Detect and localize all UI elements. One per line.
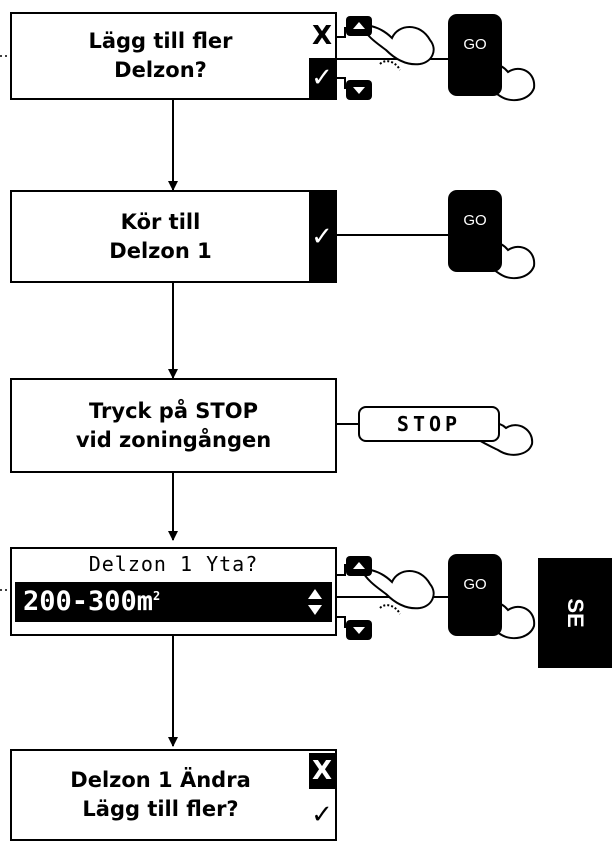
arrow-down-button[interactable] [346, 80, 372, 100]
step2-display: Kör till Delzon 1 ✓ [10, 190, 337, 283]
step2-side: ✓ [309, 192, 335, 281]
go-button-label: GO [463, 212, 487, 229]
step5-line1: Delzon 1 Ändra [70, 768, 251, 792]
step2-line1: Kör till [120, 209, 201, 234]
go-button-label: GO [463, 36, 487, 53]
step1-side: X ✓ [309, 14, 335, 98]
check-icon[interactable]: ✓ [309, 58, 335, 98]
go-button[interactable]: GO [448, 554, 502, 636]
step4-title: Delzon 1 Yta? [88, 552, 259, 576]
arrow-down-button-icon [353, 87, 365, 94]
stop-button-label: STOP [396, 412, 462, 436]
step1-line1: Lägg till fler [88, 29, 233, 53]
area-value: 200-300m2 [23, 586, 161, 617]
arrow-down-button[interactable] [346, 620, 372, 640]
arrow-up-button[interactable] [346, 16, 372, 36]
go-button-label: GO [463, 576, 487, 593]
step2-line2: Delzon 1 [109, 238, 212, 263]
x-icon[interactable]: X [309, 753, 335, 789]
arrow-down-button-icon [353, 627, 365, 634]
hand-pointer-icon [360, 568, 435, 615]
step5-display: Delzon 1 Ändra Lägg till fler? X ✓ [10, 749, 337, 841]
arrow-up-button-icon [353, 22, 365, 29]
arrow-up-button-icon [353, 562, 365, 569]
stop-button[interactable]: STOP [358, 406, 500, 442]
arrow-up-button[interactable] [346, 556, 372, 576]
step3-line2: vid zoningången [75, 427, 272, 452]
step1-display: Lägg till fler Delzon? X ✓ [10, 12, 337, 100]
check-icon[interactable]: ✓ [311, 221, 333, 252]
language-tab-label: SE [563, 598, 588, 628]
step4-display: Delzon 1 Yta? 200-300m2 [10, 547, 337, 636]
go-button[interactable]: GO [448, 190, 502, 272]
step5-line2: Lägg till fler? [82, 797, 239, 821]
step3-line1: Tryck på STOP [89, 398, 258, 423]
language-tab: SE [538, 558, 612, 668]
check-icon[interactable]: ✓ [311, 800, 333, 830]
hand-pointer-icon [360, 24, 435, 71]
up-down-icon [308, 589, 322, 615]
area-value-bar[interactable]: 200-300m2 [15, 582, 332, 622]
step1-line2: Delzon? [114, 58, 207, 82]
go-button[interactable]: GO [448, 14, 502, 96]
step3-display: Tryck på STOP vid zoningången [10, 378, 337, 473]
x-icon[interactable]: X [311, 21, 333, 51]
step5-side: X ✓ [309, 751, 335, 839]
